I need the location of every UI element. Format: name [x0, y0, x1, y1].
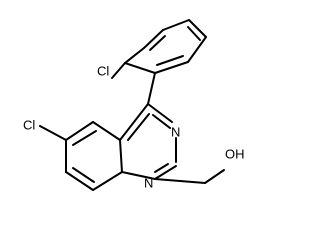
- pyrimidine-ring: [119, 103, 177, 180]
- chlorine-label-quinazoline: Cl: [23, 117, 35, 132]
- benzo-ring: [65, 121, 123, 191]
- nitrogen-label-n1: N: [144, 175, 153, 190]
- chlorophenyl-ring: [124, 19, 207, 74]
- bond-phenyl-to-c4: [147, 72, 156, 105]
- chemical-structure-diagram: Cl Cl N N OH: [23, 19, 245, 191]
- hydroxyl-label: OH: [225, 146, 245, 161]
- bond-benzo-chlorine: [39, 125, 67, 141]
- nitrogen-label-n3: N: [171, 124, 180, 139]
- bond-c2-ch2: [154, 178, 206, 184]
- bond-ch2-oh: [204, 169, 225, 184]
- bond-phenyl-chlorine: [111, 62, 126, 79]
- chlorine-label-phenyl: Cl: [97, 63, 109, 78]
